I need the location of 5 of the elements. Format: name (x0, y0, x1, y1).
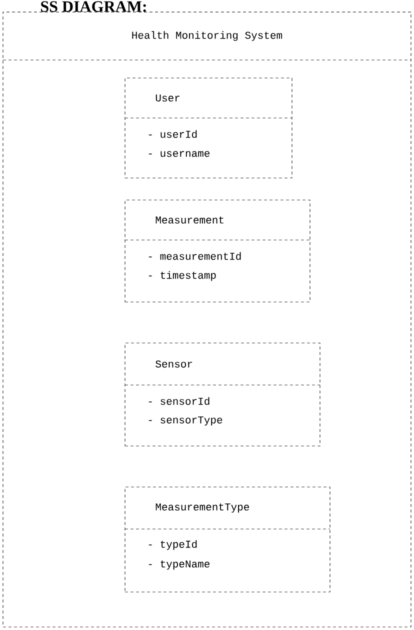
heading: SS DIAGRAM: (41, 1, 146, 12)
class-box: Measurement - measurementId - timestamp (124, 200, 310, 302)
class-box: MeasurementType - typeId - typeName (124, 486, 330, 592)
class-box: User - userId - username (124, 78, 292, 178)
class-box: Sensor - sensorId - sensorType (124, 342, 320, 446)
